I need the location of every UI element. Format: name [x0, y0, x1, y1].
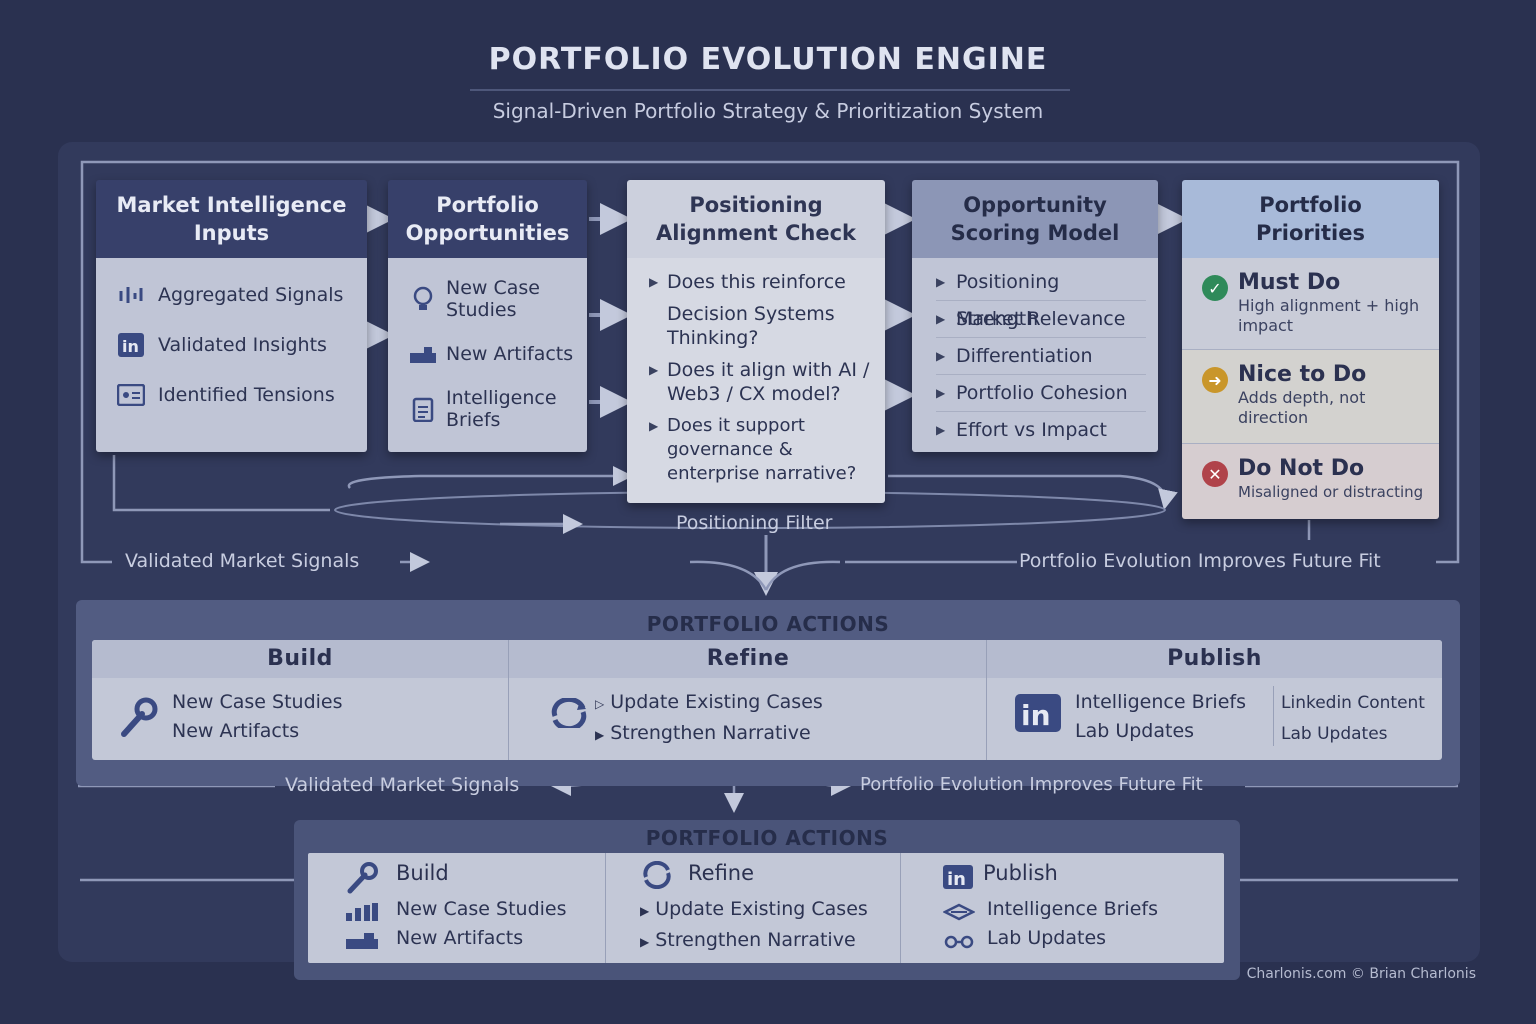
x-icon: ✕	[1202, 461, 1228, 487]
action-item: Linkedin Content	[1281, 693, 1425, 713]
list-item: Identified Tensions	[116, 370, 367, 420]
linkedin-icon: in	[1015, 694, 1061, 736]
column-head: Refine	[688, 861, 755, 885]
positioning-alignment-card: Positioning Alignment Check ▶Does this r…	[627, 180, 885, 503]
evolution-improves-label: Portfolio Evolution Improves Future Fit	[1019, 550, 1381, 572]
action-item: ▶Strengthen Narrative	[640, 929, 856, 951]
evolution-improves-label-2: Portfolio Evolution Improves Future Fit	[860, 774, 1203, 795]
lab-icon	[943, 933, 975, 955]
signal-sliders-icon	[116, 285, 146, 305]
column-head: Refine	[509, 640, 987, 678]
action-item: ▶Strengthen Narrative	[595, 722, 811, 744]
refine-column: Refine ▷Update Existing Cases ▶Strengthe…	[509, 640, 987, 760]
wrench-icon	[346, 861, 382, 899]
list-item: ▶Portfolio Cohesion	[936, 375, 1146, 412]
refresh-icon	[640, 860, 674, 893]
list-item: New Artifacts	[408, 330, 587, 378]
priority-do-not-do: ✕ Do Not Do Misaligned or distracting	[1182, 444, 1439, 519]
priority-must-do: ✓ Must Do High alignment + high impact	[1182, 258, 1439, 350]
title-divider	[470, 89, 1070, 91]
validated-signals-label-2: Validated Market Signals	[285, 774, 520, 796]
publish-column: Publish in Intelligence Briefs Lab Updat…	[987, 640, 1442, 760]
artifact-icon	[408, 345, 438, 363]
footer-credit: Charlonis.com © Brian Charlonis	[1246, 966, 1476, 982]
action-item: Lab Updates	[987, 927, 1107, 949]
actions-columns: Build New Case Studies New Artifacts Ref…	[308, 853, 1224, 963]
list-item: ▶Positioning Strength	[936, 264, 1146, 330]
question-item: ▶Does it align with AI / Web3 / CX model…	[649, 359, 870, 405]
list-item: ▶Market Relevance	[936, 301, 1146, 338]
publish-column: in Publish Intelligence Briefs Lab Updat…	[901, 853, 1224, 963]
lightbulb-icon	[408, 286, 438, 312]
actions-title: PORTFOLIO ACTIONS	[645, 826, 889, 850]
action-item: New Artifacts	[172, 720, 300, 742]
svg-text:in: in	[122, 337, 139, 356]
build-column: Build New Case Studies New Artifacts	[308, 853, 604, 963]
column-head: Publish	[983, 861, 1058, 885]
action-item: Intelligence Briefs	[987, 898, 1158, 920]
action-item: Lab Updates	[1281, 724, 1388, 744]
card-title: Portfolio Opportunities	[388, 180, 587, 258]
page-title: PORTFOLIO EVOLUTION ENGINE	[488, 42, 1048, 77]
build-column: Build New Case Studies New Artifacts	[92, 640, 508, 760]
validated-signals-label: Validated Market Signals	[125, 550, 360, 572]
item-label: New Artifacts	[446, 343, 574, 365]
action-item: Lab Updates	[1075, 720, 1195, 742]
refresh-icon	[547, 696, 591, 732]
column-head: Build	[396, 861, 449, 885]
page-subtitle: Signal-Driven Portfolio Strategy & Prior…	[492, 99, 1044, 123]
action-item: New Case Studies	[396, 898, 567, 920]
item-label: New Case Studies	[446, 277, 540, 321]
check-icon: ✓	[1202, 275, 1228, 301]
card-title: Opportunity Scoring Model	[912, 180, 1158, 258]
portfolio-opportunities-card: Portfolio Opportunities New Case Studies…	[388, 180, 587, 452]
priority-nice-to-do: ➜ Nice to Do Adds depth, not direction	[1182, 350, 1439, 444]
question-item: ▶Does this reinforce	[649, 271, 846, 293]
wrench-icon	[118, 696, 158, 744]
bar-chart-icon	[346, 903, 378, 925]
arrow-right-icon: ➜	[1202, 367, 1228, 393]
list-item: ▶Effort vs Impact	[936, 419, 1107, 441]
item-label: Identified Tensions	[158, 384, 335, 406]
list-item: in Validated Insights	[116, 320, 367, 370]
card-title: Positioning Alignment Check	[627, 180, 885, 258]
action-item: New Artifacts	[396, 927, 524, 949]
action-item: New Case Studies	[172, 691, 343, 713]
action-item: Intelligence Briefs	[1075, 691, 1246, 713]
linkedin-icon: in	[116, 333, 146, 357]
clipboard-icon	[408, 396, 438, 422]
item-label: Validated Insights	[158, 334, 327, 356]
portfolio-actions-panel-2: PORTFOLIO ACTIONS Build New Case Studies…	[294, 820, 1240, 980]
market-intelligence-card: Market Intelligence Inputs Aggregated Si…	[96, 180, 367, 452]
item-label: Intelligence Briefs	[446, 387, 557, 431]
action-item: ▷Update Existing Cases	[595, 691, 823, 713]
actions-title: PORTFOLIO ACTIONS	[646, 612, 890, 636]
card-title: Portfolio Priorities	[1182, 180, 1439, 258]
list-item: Intelligence Briefs	[408, 378, 587, 440]
question-item: Decision Systems Thinking?	[667, 303, 835, 349]
refine-column: Refine ▶Update Existing Cases ▶Strengthe…	[606, 853, 900, 963]
id-card-icon	[116, 384, 146, 406]
portfolio-priorities-card: Portfolio Priorities ✓ Must Do High alig…	[1182, 180, 1439, 519]
brief-icon	[942, 903, 976, 925]
action-item: ▶Update Existing Cases	[640, 898, 868, 920]
actions-columns: Build New Case Studies New Artifacts Ref…	[92, 640, 1442, 760]
opportunity-scoring-card: Opportunity Scoring Model ▶Positioning S…	[912, 180, 1158, 452]
positioning-filter-label: Positioning Filter	[676, 512, 833, 534]
svg-text:in: in	[947, 869, 966, 889]
column-head: Publish	[987, 640, 1442, 678]
list-item: New Case Studies	[408, 268, 587, 330]
card-title: Market Intelligence Inputs	[96, 180, 367, 258]
linkedin-icon: in	[943, 865, 973, 893]
artifact-icon	[346, 933, 378, 953]
item-label: Aggregated Signals	[158, 284, 344, 306]
question-item: ▶Does it support governance & enterprise…	[649, 415, 857, 484]
column-head: Build	[92, 640, 508, 678]
svg-text:in: in	[1021, 699, 1051, 732]
list-item: ▶Differentiation	[936, 338, 1146, 375]
list-item: Aggregated Signals	[116, 270, 367, 320]
portfolio-actions-panel: PORTFOLIO ACTIONS Build New Case Studies…	[76, 600, 1460, 786]
